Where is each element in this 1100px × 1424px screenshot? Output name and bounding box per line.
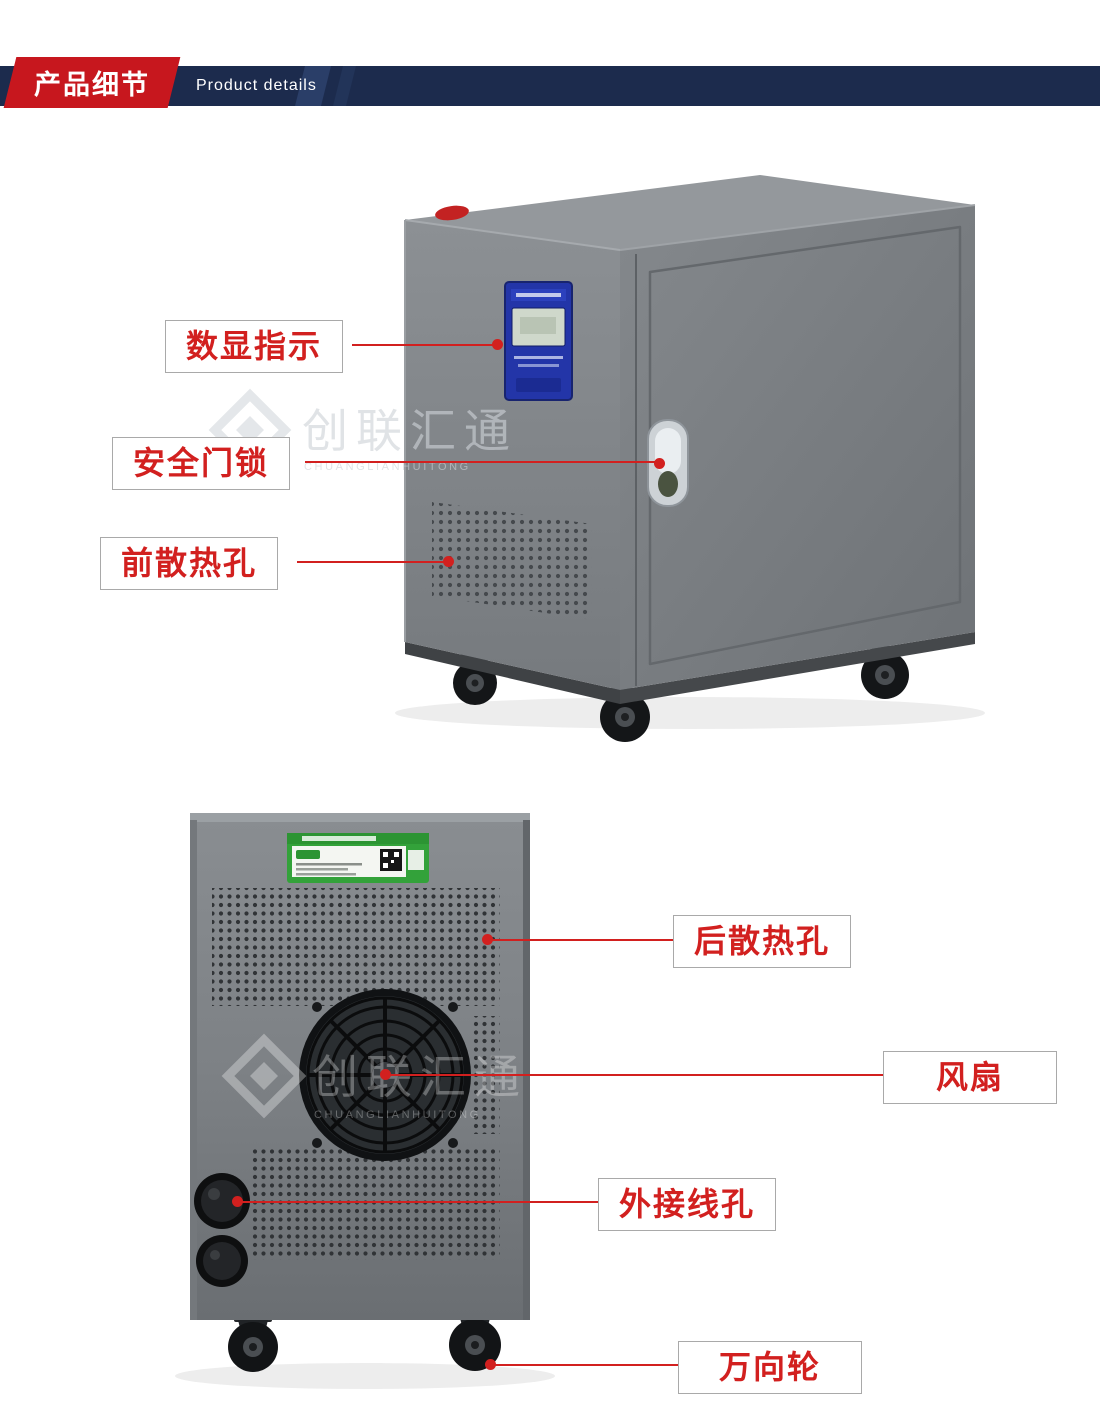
callout-line-fan	[387, 1074, 883, 1076]
callout-door-lock: 安全门锁	[112, 437, 291, 490]
callout-line-door-lock	[305, 461, 660, 463]
watermark-subtext-back: CHUANGLIANHUITONG	[314, 1109, 481, 1121]
floor-shadow-back	[175, 1363, 555, 1389]
callout-front-vents: 前散热孔	[100, 537, 279, 590]
callout-line-casters	[492, 1364, 680, 1366]
caster-back-left	[228, 1314, 278, 1372]
rear-panel-right-shade	[523, 820, 530, 1320]
watermark-subtext-front: CHUANGLIANHUITONG	[304, 461, 471, 473]
brand-logo	[435, 205, 469, 221]
floor-shadow	[395, 697, 985, 729]
callout-line-rear-vents	[489, 939, 673, 941]
digital-display	[504, 281, 573, 401]
watermark-back: 创联汇通 CHUANGLIANHUITONG	[221, 1033, 528, 1121]
front-vents	[432, 502, 592, 620]
rear-top-vents	[212, 888, 500, 1006]
edge-highlight-2	[619, 204, 976, 251]
callout-line-digital-display	[352, 344, 497, 346]
callout-dot-rear-vents	[482, 934, 493, 945]
header-banner	[0, 66, 1100, 106]
cabinet-underside	[405, 642, 620, 704]
product-back-image: 创联汇通 CHUANGLIANHUITONG	[175, 813, 555, 1389]
callout-dot-casters	[485, 1359, 496, 1370]
cabinet-underside-right	[620, 632, 975, 704]
callout-line-front-vents	[297, 561, 449, 563]
rear-panel-top-edge	[190, 813, 530, 822]
watermark-text-front: 创联汇通	[302, 405, 518, 457]
spec-label	[287, 833, 429, 883]
section-title-badge: 产品细节	[3, 57, 181, 108]
callout-dot-front-vents	[443, 556, 454, 567]
callout-digital-display: 数显指示	[165, 320, 344, 373]
rear-panel-left-shade	[190, 820, 197, 1320]
callout-line-wiring-holes	[239, 1201, 600, 1203]
callout-rear-vents: 后散热孔	[673, 915, 852, 968]
product-front-image: 创联汇通 CHUANGLIANHUITONG	[208, 175, 985, 742]
callout-dot-wiring-holes	[232, 1196, 243, 1207]
cabinet-door-face	[620, 205, 975, 690]
section-title-en: Product details	[196, 77, 317, 94]
rear-lower-vents	[250, 1148, 500, 1260]
edge-highlight	[404, 219, 621, 251]
callout-dot-digital-display	[492, 339, 503, 350]
caster-front-right	[861, 646, 909, 699]
callout-wiring-holes: 外接线孔	[598, 1178, 777, 1231]
cabinet-top-face	[405, 175, 975, 250]
watermark-text-back: 创联汇通	[312, 1051, 528, 1103]
callout-dot-door-lock	[654, 458, 665, 469]
door-panel	[648, 225, 962, 666]
section-title-cn: 产品细节	[34, 70, 150, 100]
cable-glands	[194, 1173, 250, 1287]
callout-dot-fan	[380, 1069, 391, 1080]
callout-casters: 万向轮	[678, 1341, 863, 1394]
callout-fan: 风扇	[883, 1051, 1058, 1104]
